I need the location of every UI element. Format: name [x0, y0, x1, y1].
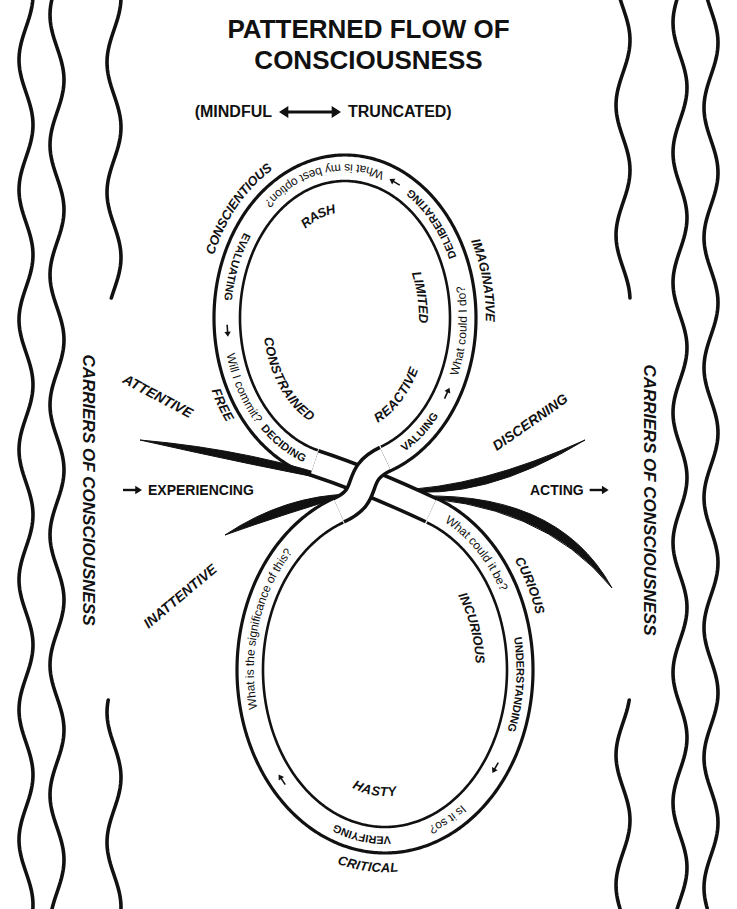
stage-label: DECIDING	[259, 422, 308, 464]
guiding-question: Will I commit?	[224, 352, 266, 426]
trait-guide	[267, 208, 416, 328]
wavy-line	[107, 0, 121, 298]
guiding-question: What could I do?	[447, 285, 470, 377]
input-arrow	[123, 489, 137, 491]
trait-label: HASTY	[351, 777, 399, 799]
trait-guide	[332, 141, 490, 478]
crossing-strand-core	[339, 459, 386, 510]
input-arrow-head	[135, 486, 142, 495]
flow-arrow-head	[389, 179, 395, 185]
loop-band-line	[237, 498, 533, 853]
stage-label: DELIBERATING	[404, 187, 459, 260]
axis-end-label: TRUNCATED)	[348, 103, 452, 121]
trait-label: RASH	[298, 201, 338, 231]
flow-arrow-head	[444, 388, 450, 394]
output-arrow	[590, 489, 604, 491]
wavy-line	[19, 0, 33, 909]
trait-label: INATTENTIVE	[140, 561, 220, 632]
wavy-line	[673, 0, 687, 909]
flow-arrow-head	[492, 767, 498, 773]
side-band-label: CARRIERS OF CONSCIOUSNESS	[639, 364, 659, 635]
trait-label: CRITICAL	[336, 852, 399, 875]
flow-output-label: ACTING	[530, 482, 584, 498]
trait-guide	[360, 540, 480, 776]
wavy-line	[704, 0, 718, 909]
wavy-line	[616, 700, 630, 909]
stage-label: EVALUATING	[222, 231, 253, 301]
trait-label: CURIOUS	[512, 554, 548, 616]
swoosh-blade	[400, 496, 612, 588]
trait-guide	[338, 208, 423, 418]
side-band-label: CARRIERS OF CONSCIOUSNESS	[78, 354, 98, 625]
diagram-title: PATTERNED FLOW OF CONSCIOUSNESS	[154, 14, 584, 76]
stage-label: VERIFYING	[331, 822, 391, 846]
flow-input-label: EXPERIENCING	[148, 482, 254, 498]
wavy-line	[616, 0, 630, 298]
trait-guide	[203, 195, 405, 492]
trait-label: INCURIOUS	[455, 590, 487, 664]
loop-band-line	[214, 155, 476, 475]
trait-guide	[290, 272, 423, 428]
axis-end-label: (MINDFUL	[195, 103, 272, 121]
guiding-question: What is the significance of this?	[243, 545, 295, 710]
trait-label: LIMITED	[409, 270, 431, 324]
axis-double-arrow-head	[332, 106, 341, 118]
guiding-question: What could it be?	[443, 513, 511, 593]
trait-guide	[200, 141, 428, 420]
trait-label: REACTIVE	[371, 365, 421, 426]
trait-label: ATTENTIVE	[120, 371, 195, 421]
trait-label: DISCERNING	[489, 390, 570, 454]
trait-guide	[267, 255, 390, 428]
output-arrow-head	[602, 486, 609, 495]
guiding-question: What is my best option?	[262, 161, 386, 210]
trait-label: CONSTRAINED	[261, 336, 318, 425]
wavy-line	[107, 700, 121, 909]
trait-guide	[298, 681, 469, 792]
crossing-strand-edge	[339, 459, 386, 510]
stage-label: VALUING	[399, 410, 441, 453]
flow-arrow-head	[279, 775, 284, 781]
axis-double-arrow	[286, 111, 335, 114]
trait-guide	[223, 687, 543, 868]
stage-label: UNDERSTANDING	[506, 636, 527, 733]
wavy-line	[50, 0, 64, 909]
flow-guide	[250, 510, 520, 840]
trait-guide	[330, 473, 547, 821]
trait-label: FREE	[209, 386, 237, 424]
flow-arrow-head	[224, 332, 230, 337]
guiding-question: Is it so?	[427, 802, 469, 837]
flow-guide	[227, 168, 463, 463]
loop-band-line	[240, 181, 450, 450]
trait-label: CONSCIENTIOUS	[202, 160, 275, 257]
axis-double-arrow-head	[279, 106, 288, 118]
loop-band-line	[263, 522, 507, 827]
trait-label: IMAGINATIVE	[468, 236, 498, 322]
